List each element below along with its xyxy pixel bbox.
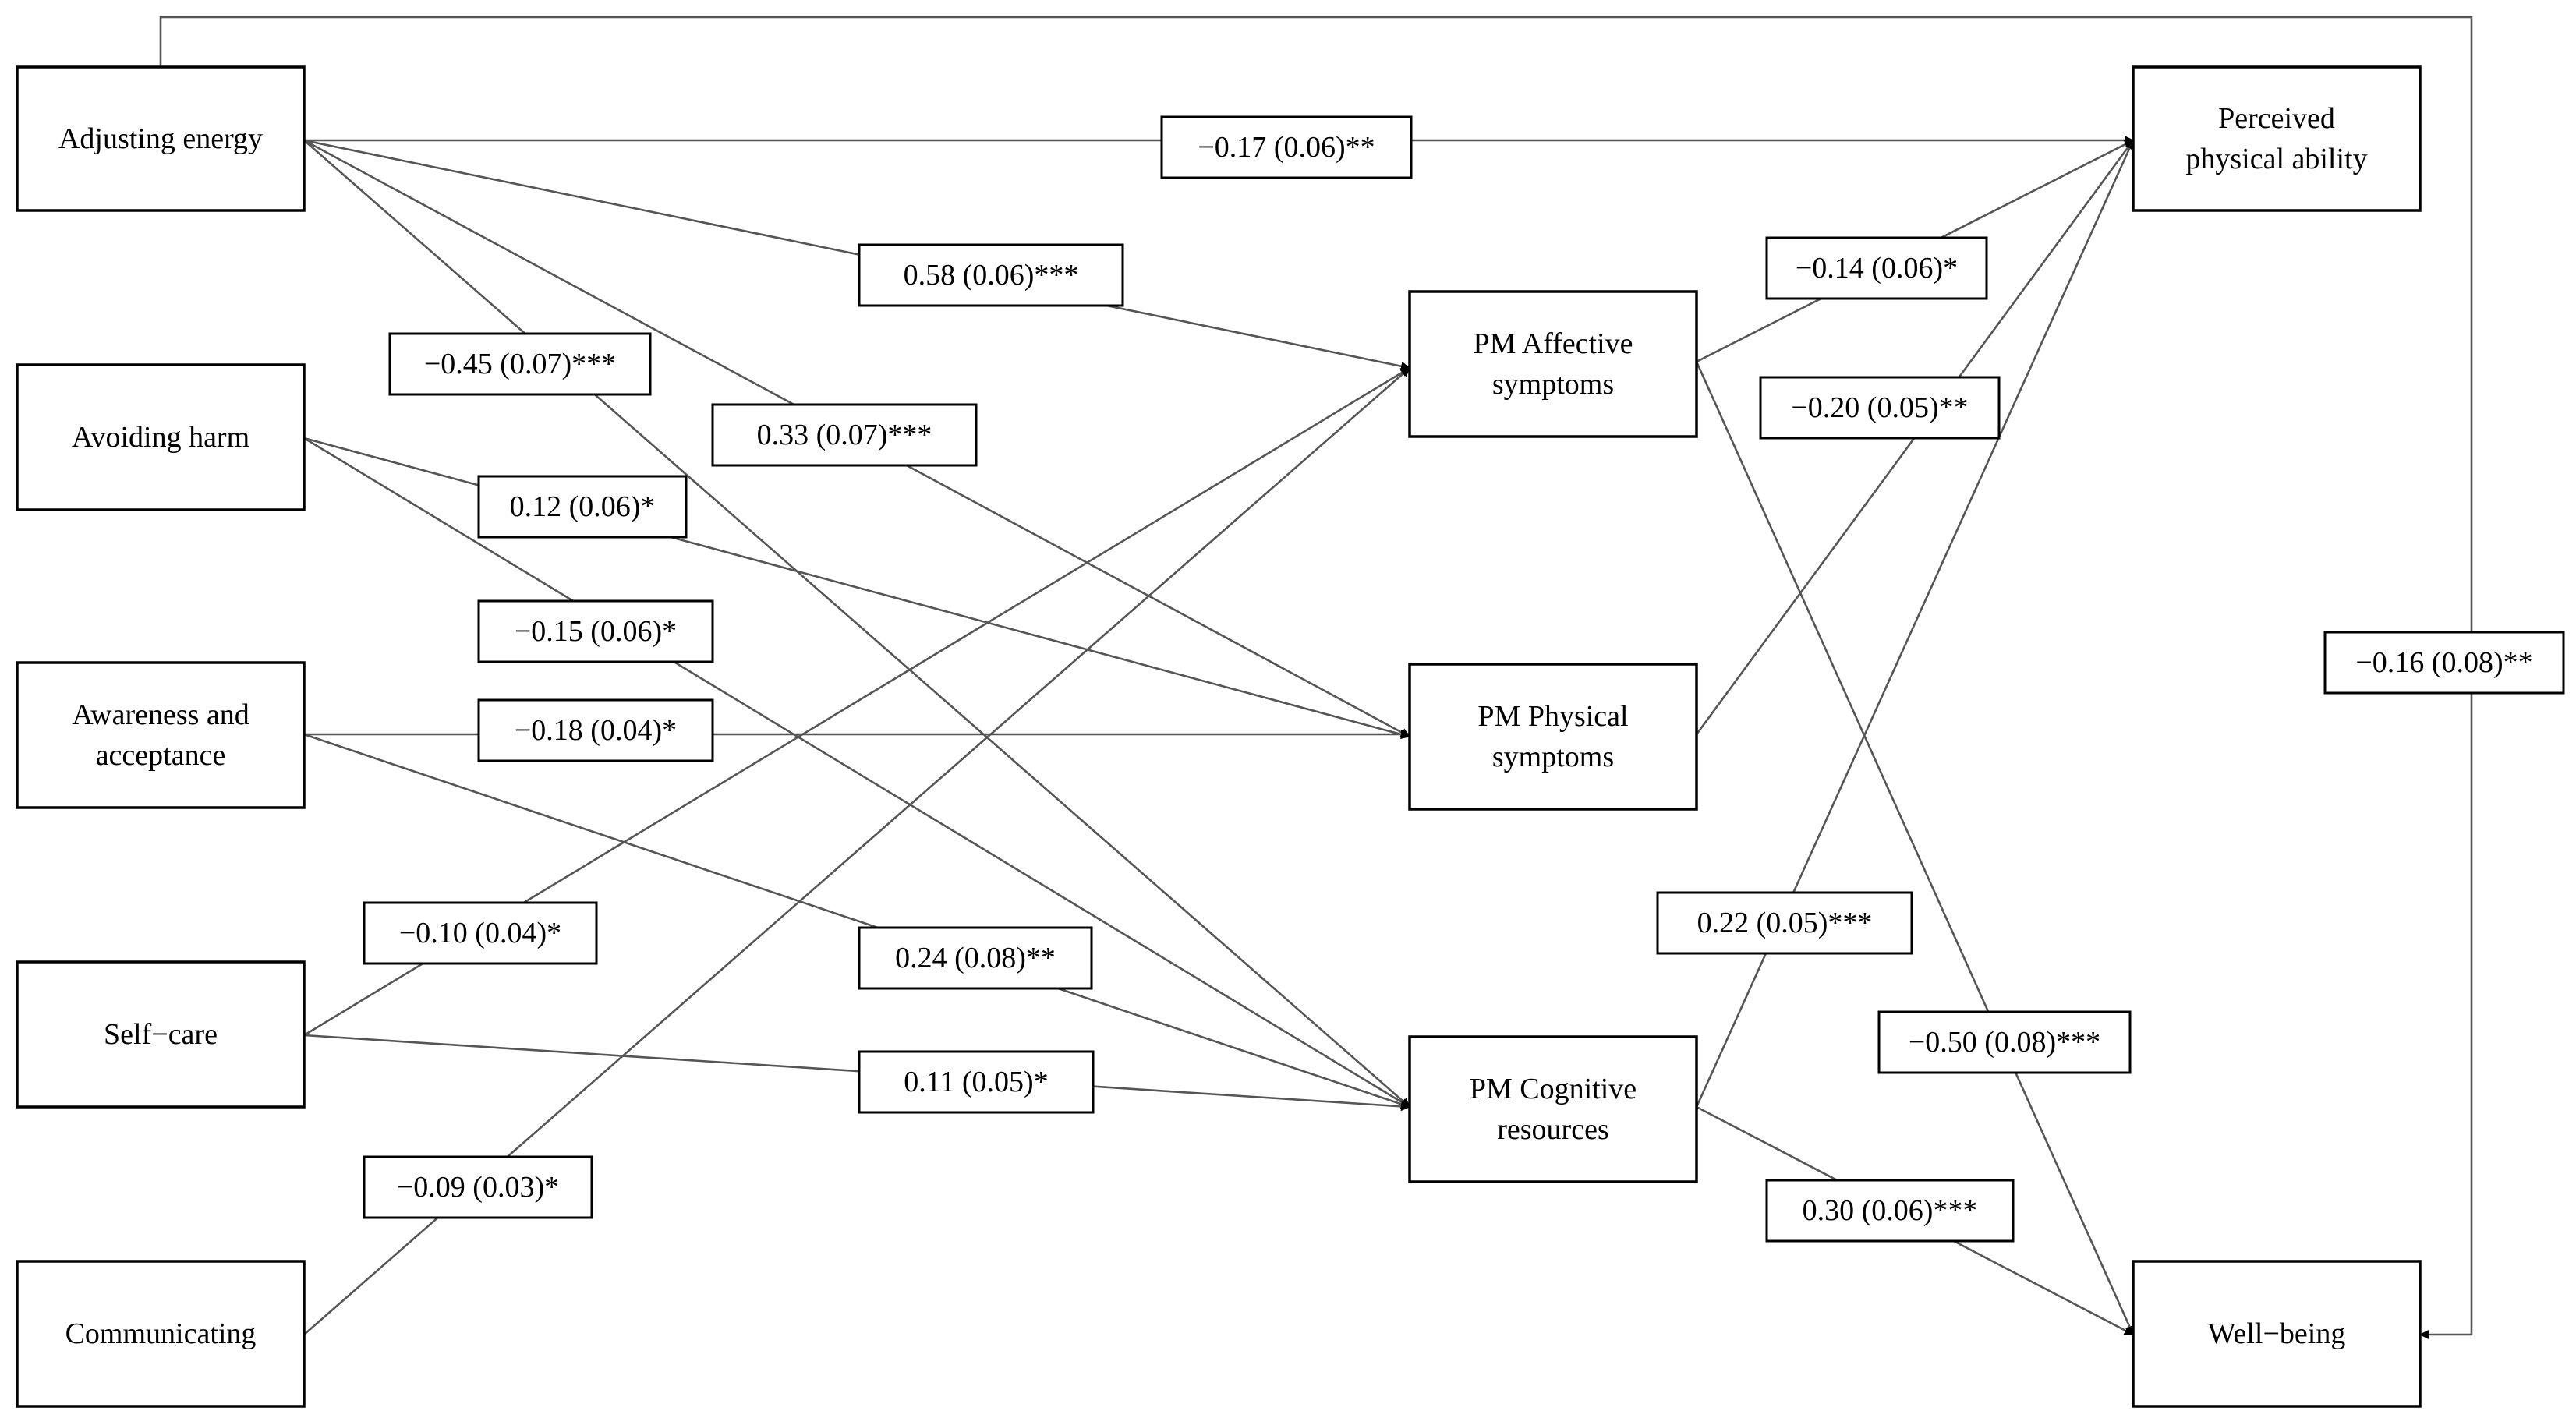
coefficient-label-pm_affective-to-wellbeing: −0.50 (0.08)*** — [1877, 1010, 2132, 1074]
node-box — [1408, 663, 1698, 811]
node-label-line: PM Physical — [1477, 700, 1628, 733]
node-label-line: physical ability — [2185, 143, 2367, 175]
coefficient-box — [388, 332, 652, 396]
coefficient-text: 0.30 (0.06)*** — [1803, 1194, 1978, 1227]
node-box — [16, 65, 306, 212]
node-box — [16, 1260, 306, 1408]
node-box — [16, 363, 306, 511]
node-label-line: Self−care — [104, 1018, 218, 1051]
coefficient-label-adjusting_energy-to-wellbeing: −0.16 (0.08)** — [2323, 631, 2565, 695]
coefficient-label-pm_physical-to-perceived: −0.20 (0.05)** — [1759, 376, 2001, 440]
node-label-line: acceptance — [96, 739, 226, 772]
edge-awareness-to-pm_cognitive — [303, 733, 1410, 1109]
coefficient-label-adjusting_energy-to-pm_affective: 0.58 (0.06)*** — [858, 243, 1124, 307]
coefficient-label-awareness-to-pm_physical: −0.18 (0.04)* — [477, 698, 714, 762]
coefficient-label-adjusting_energy-to-pm_physical: 0.33 (0.07)*** — [711, 403, 978, 467]
node-label-line: Adjusting energy — [58, 122, 263, 155]
coefficient-box — [858, 1050, 1095, 1114]
coefficient-label-awareness-to-pm_cognitive: 0.24 (0.08)** — [858, 926, 1093, 990]
coefficient-text: 0.58 (0.06)*** — [904, 259, 1079, 292]
node-label-line: Perceived — [2218, 102, 2335, 135]
node-label-line: symptoms — [1492, 368, 1614, 401]
coefficient-text: −0.45 (0.07)*** — [424, 348, 616, 380]
coefficient-text: 0.22 (0.05)*** — [1697, 907, 1873, 939]
coefficient-label-pm_cognitive-to-wellbeing: 0.30 (0.06)*** — [1765, 1179, 2015, 1243]
node-communicating: Communicating — [16, 1260, 306, 1408]
node-label-line: PM Cognitive — [1470, 1073, 1637, 1105]
coefficient-box — [477, 698, 714, 762]
coefficient-label-pm_cognitive-to-perceived: 0.22 (0.05)*** — [1656, 891, 1913, 955]
coefficient-box — [1759, 376, 2001, 440]
coefficient-box — [477, 599, 714, 663]
node-pm-physical: PM Physical symptoms — [1408, 663, 1698, 811]
node-box — [2132, 1260, 2422, 1408]
node-pm-affective: PM Affective symptoms — [1408, 290, 1698, 438]
node-label-line: Awareness and — [72, 698, 249, 731]
edge-adjusting_energy-to-pm_cognitive — [303, 140, 1410, 1108]
coefficient-box — [1765, 236, 1988, 300]
coefficient-text: −0.18 (0.04)* — [515, 714, 677, 747]
node-wellbeing: Well−being — [2132, 1260, 2422, 1408]
coefficient-box — [477, 475, 688, 539]
coefficient-box — [1656, 891, 1913, 955]
node-box — [16, 960, 306, 1109]
coefficient-text: −0.17 (0.06)** — [1198, 131, 1375, 164]
node-box — [1408, 1035, 1698, 1183]
coefficient-label-avoiding_harm-to-pm_physical: 0.12 (0.06)* — [477, 475, 688, 539]
node-self-care: Self−care — [16, 960, 306, 1109]
coefficient-box — [1765, 1179, 2015, 1243]
coefficient-text: −0.50 (0.08)*** — [1909, 1026, 2100, 1059]
coefficient-label-self_care-to-pm_affective: −0.10 (0.04)* — [363, 901, 598, 965]
coefficient-label-adjusting_energy-to-perceived: −0.17 (0.06)** — [1160, 115, 1413, 179]
edge-adjusting_energy-to-pm_affective — [303, 139, 1410, 371]
coefficient-text: −0.10 (0.04)* — [399, 917, 561, 949]
edge-labels-layer: −0.17 (0.06)** 0.58 (0.06)*** −0.45 (0.07)… — [363, 115, 2565, 1243]
node-box — [16, 661, 306, 809]
edge-avoiding_harm-to-pm_cognitive — [303, 437, 1410, 1109]
node-label-line: symptoms — [1492, 741, 1614, 773]
coefficient-text: −0.20 (0.05)** — [1791, 391, 1968, 424]
node-pm-cognitive: PM Cognitive resources — [1408, 1035, 1698, 1183]
coefficient-box — [1877, 1010, 2132, 1074]
edge-avoiding_harm-to-pm_physical — [303, 437, 1410, 739]
coefficient-box — [2323, 631, 2565, 695]
coefficient-text: −0.09 (0.03)* — [397, 1171, 559, 1204]
edge-adjusting_energy-to-wellbeing — [159, 16, 2473, 1339]
edge-pm_affective-to-wellbeing — [1695, 361, 2135, 1335]
coefficient-text: 0.11 (0.05)* — [904, 1066, 1048, 1098]
coefficient-text: 0.12 (0.06)* — [510, 490, 656, 523]
coefficient-box — [711, 403, 978, 467]
coefficient-label-adjusting_energy-to-pm_cognitive: −0.45 (0.07)*** — [388, 332, 652, 396]
coefficient-text: −0.16 (0.08)** — [2355, 646, 2532, 679]
coefficient-label-pm_affective-to-perceived: −0.14 (0.06)* — [1765, 236, 1988, 300]
coefficient-label-avoiding_harm-to-pm_cognitive: −0.15 (0.06)* — [477, 599, 714, 663]
node-box — [2132, 65, 2422, 212]
coefficient-text: −0.15 (0.06)* — [515, 615, 677, 648]
coefficient-label-communicating-to-pm_affective: −0.09 (0.03)* — [363, 1155, 593, 1219]
node-perceived: Perceived physical ability — [2132, 65, 2422, 212]
coefficient-label-self_care-to-pm_cognitive: 0.11 (0.05)* — [858, 1050, 1095, 1114]
coefficient-text: 0.33 (0.07)*** — [757, 419, 932, 451]
node-label-line: Well−being — [2208, 1317, 2346, 1350]
node-adjusting-energy: Adjusting energy — [16, 65, 306, 212]
node-label-line: resources — [1497, 1113, 1608, 1146]
coefficient-text: 0.24 (0.08)** — [895, 942, 1056, 974]
edge-self_care-to-pm_cognitive — [303, 1034, 1410, 1112]
node-label-line: Communicating — [65, 1317, 257, 1350]
coefficient-box — [363, 901, 598, 965]
node-awareness: Awareness and acceptance — [16, 661, 306, 809]
node-box — [1408, 290, 1698, 438]
coefficient-text: −0.14 (0.06)* — [1796, 252, 1958, 285]
edges-layer — [159, 16, 2473, 1339]
coefficient-box — [363, 1155, 593, 1219]
node-label-line: PM Affective — [1473, 327, 1633, 360]
coefficient-box — [858, 926, 1093, 990]
node-avoiding-harm: Avoiding harm — [16, 363, 306, 511]
coefficient-box — [858, 243, 1124, 307]
node-label-line: Avoiding harm — [72, 421, 249, 454]
coefficient-box — [1160, 115, 1413, 179]
